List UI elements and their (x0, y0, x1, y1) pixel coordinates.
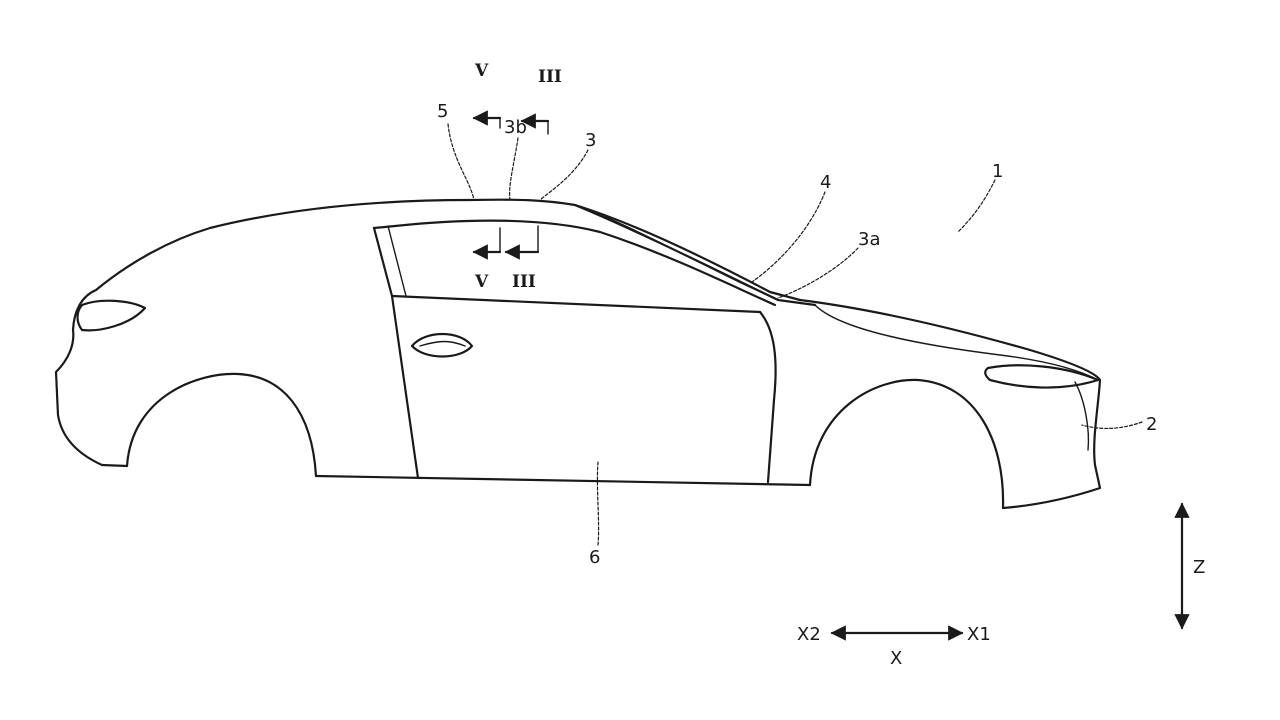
section-markers (472, 110, 550, 260)
b-pillar-inner (387, 225, 407, 297)
hood-crease (814, 304, 1099, 381)
label-3b: 3b (504, 117, 527, 138)
label-x2: X2 (797, 624, 821, 645)
front-lamp (984, 364, 1100, 389)
door-handle-inner (419, 340, 466, 347)
leader-4 (751, 191, 826, 283)
label-section-iii-bottom: III (512, 272, 536, 292)
sill-line (314, 474, 812, 487)
door-handle (410, 333, 474, 358)
window-frame (372, 219, 777, 307)
door-front-edge (758, 310, 777, 484)
label-5: 5 (437, 101, 448, 122)
belt-line (390, 294, 762, 314)
vehicle-body (54, 198, 1102, 510)
leader-5 (447, 123, 475, 201)
label-1: 1 (992, 161, 1003, 182)
door-assembly (372, 203, 817, 484)
label-z: Z (1193, 557, 1205, 578)
label-3a: 3a (858, 229, 880, 250)
label-4: 4 (820, 172, 831, 193)
label-x: X (890, 648, 902, 669)
coordinate-axes: Z X2 X1 X (797, 502, 1205, 669)
reference-leaders (447, 123, 1143, 546)
front-wheel-arch (808, 378, 1005, 510)
windshield-edge (589, 209, 776, 299)
label-2: 2 (1146, 414, 1157, 435)
leader-6 (596, 461, 600, 546)
b-pillar (372, 226, 420, 480)
rear-wheel-arch (125, 372, 318, 478)
leader-3b (509, 137, 519, 201)
rear-lamp (76, 299, 147, 332)
label-3: 3 (585, 130, 596, 151)
body-outline (54, 198, 1102, 510)
label-section-v-top: V (474, 61, 489, 81)
leader-3 (539, 149, 589, 201)
leader-1 (957, 179, 996, 233)
label-section-v-bottom: V (474, 272, 489, 292)
reference-labels: 5 3b 3 4 3a 1 2 6 V III V III (437, 61, 1157, 568)
label-x1: X1 (967, 624, 991, 645)
front-fender-line (1074, 381, 1090, 451)
leader-2 (1081, 421, 1143, 429)
label-section-iii-top: III (538, 67, 562, 87)
leader-3a (777, 247, 859, 299)
label-6: 6 (589, 547, 600, 568)
rear-bottom (100, 463, 129, 468)
